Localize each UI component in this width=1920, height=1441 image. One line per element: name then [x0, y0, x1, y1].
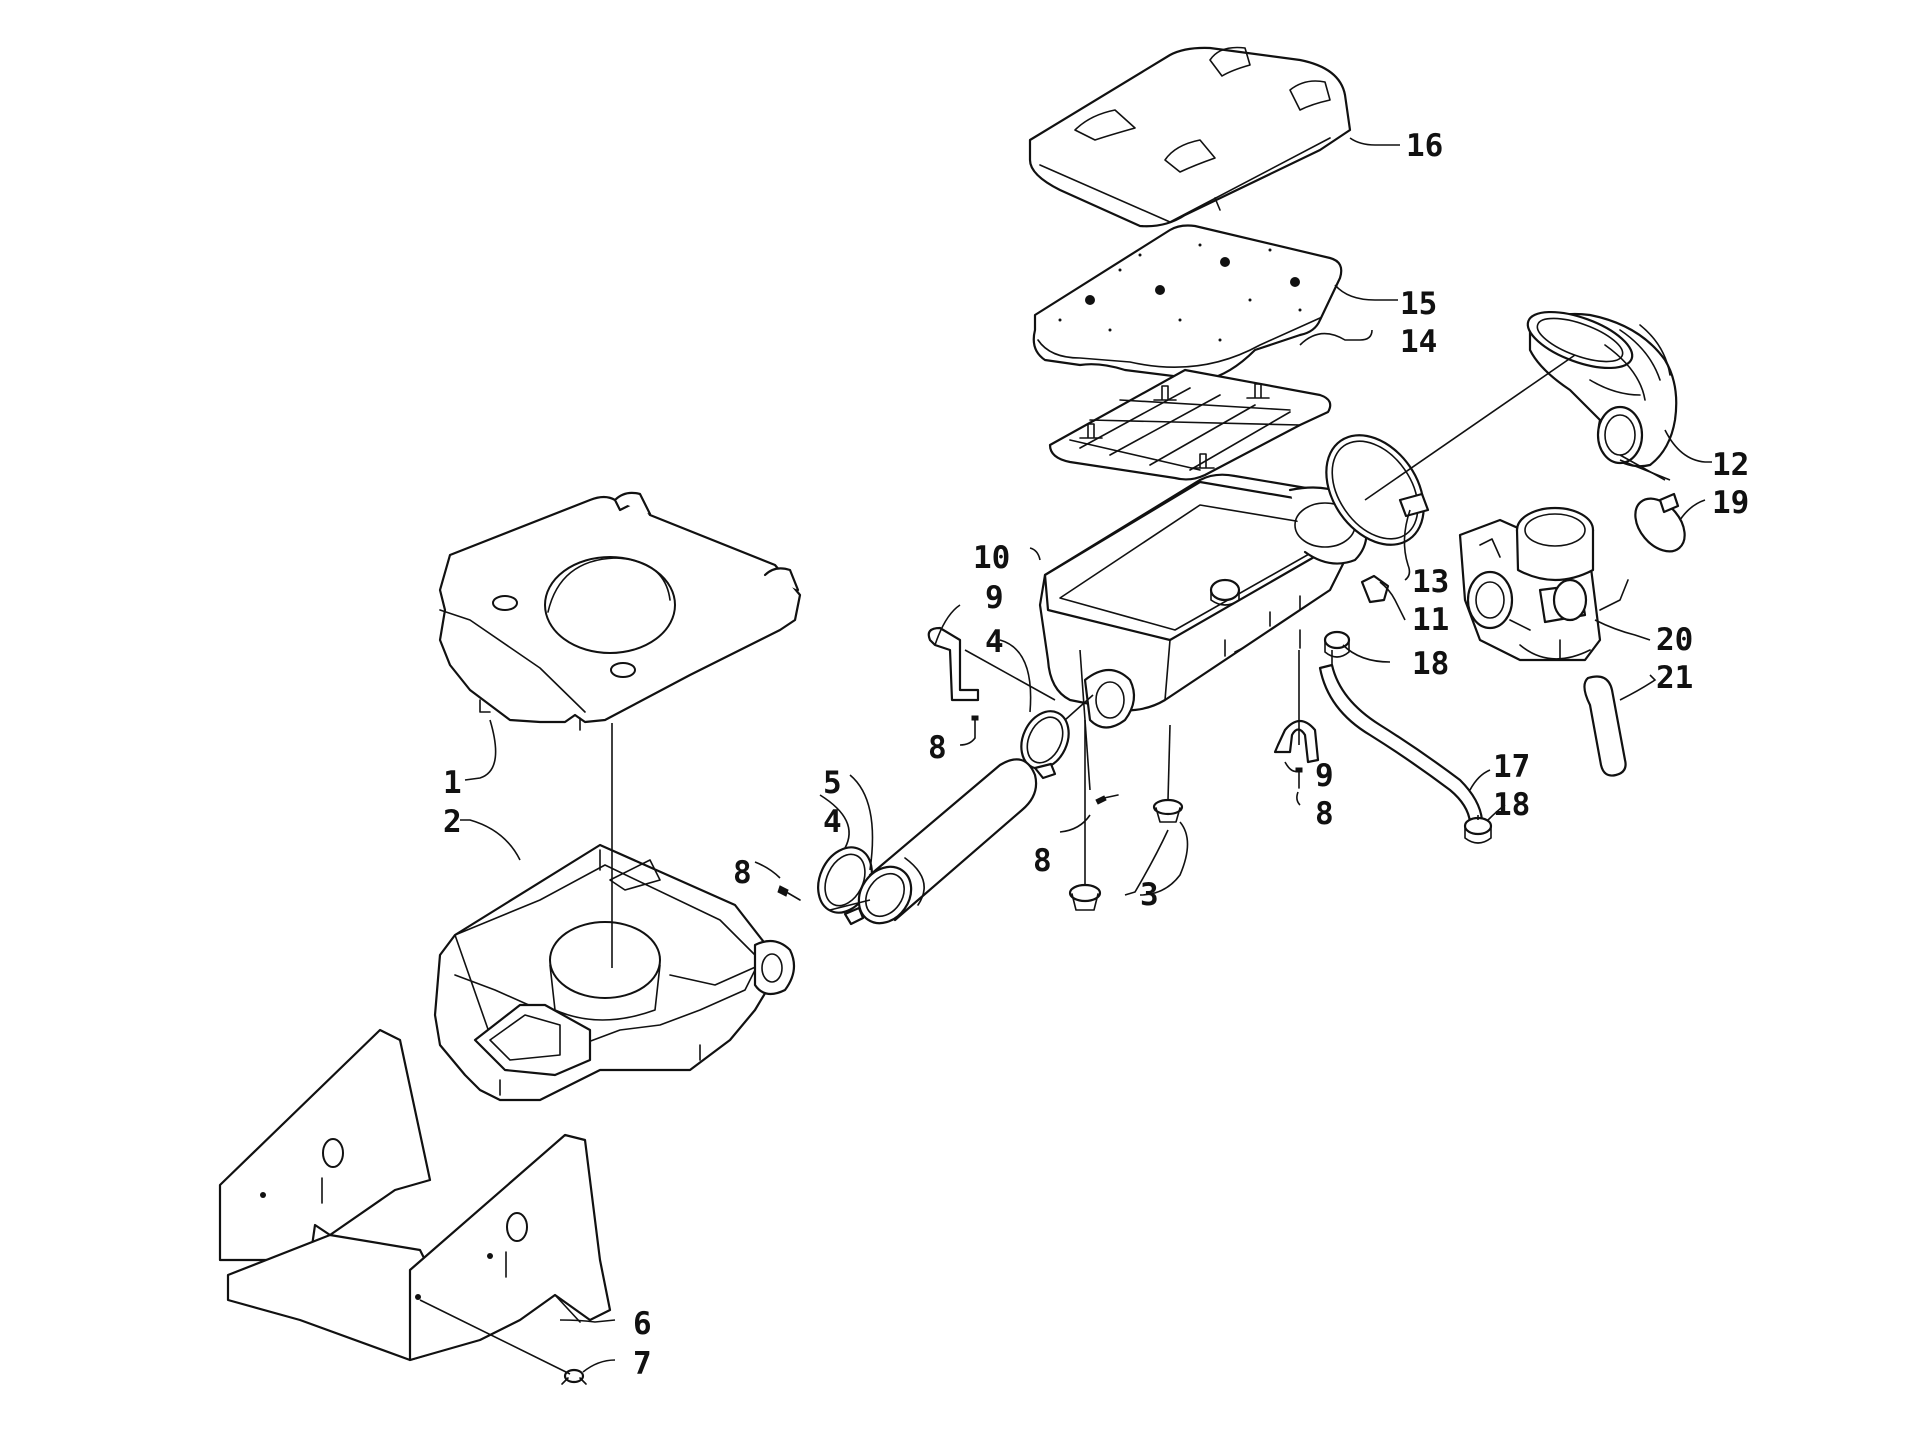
airbox-lid — [1028, 46, 1352, 228]
callout-leaders — [460, 137, 1712, 1373]
clip-bracket — [1360, 574, 1390, 604]
callout-9b: 9 — [1315, 758, 1334, 794]
callout-9a: 9 — [985, 580, 1004, 616]
callout-4a: 4 — [985, 624, 1004, 660]
callout-4b: 4 — [823, 804, 842, 840]
drain-hose — [1318, 663, 1484, 824]
bracket-lower — [1273, 719, 1320, 764]
airbox-base — [1038, 473, 1368, 729]
carburetor — [1458, 506, 1629, 662]
airbox-top-cover — [438, 491, 802, 731]
intake-boot — [1526, 310, 1678, 468]
filter-cage — [1048, 368, 1332, 481]
callout-10: 10 — [973, 540, 1010, 576]
callout-19: 19 — [1712, 485, 1749, 521]
callout-13: 13 — [1412, 564, 1449, 600]
callout-8b: 8 — [733, 855, 752, 891]
callout-20: 20 — [1656, 622, 1693, 658]
intake-tube — [857, 758, 1038, 925]
callout-14: 14 — [1400, 324, 1437, 360]
callout-17: 17 — [1493, 749, 1530, 785]
callout-3: 3 — [1140, 877, 1159, 913]
callout-5: 5 — [823, 765, 842, 801]
callout-12: 12 — [1712, 447, 1749, 483]
callout-1: 1 — [443, 765, 462, 801]
outlet-clamp-upper — [1020, 710, 1070, 780]
callout-16: 16 — [1406, 128, 1443, 164]
callout-7: 7 — [633, 1346, 652, 1382]
callout-2: 2 — [443, 804, 462, 840]
vent-hose — [1583, 675, 1627, 777]
small-clamp — [1634, 492, 1686, 553]
callout-6: 6 — [633, 1306, 652, 1342]
hose-clamp-upper — [1323, 630, 1351, 658]
callout-18a: 18 — [1412, 646, 1449, 682]
heat-shield — [218, 1028, 612, 1362]
callout-8c: 8 — [1033, 843, 1052, 879]
callout-18b: 18 — [1493, 787, 1530, 823]
callout-21: 21 — [1656, 660, 1693, 696]
grommets — [1068, 798, 1184, 911]
callout-15: 15 — [1400, 286, 1437, 322]
air-filter-element — [1032, 224, 1343, 382]
airbox-lower-housing — [433, 843, 796, 1102]
callout-11: 11 — [1412, 602, 1449, 638]
callout-8d: 8 — [1315, 796, 1334, 832]
assembly-lines — [419, 354, 1671, 1375]
callout-8a: 8 — [928, 730, 947, 766]
screws — [777, 715, 1303, 901]
hose-clamp-lower — [1463, 816, 1493, 844]
large-clamp — [1325, 434, 1430, 546]
bracket-upper — [927, 626, 980, 702]
callout-labels: 16 15 14 12 19 13 11 18 20 21 17 18 10 9… — [443, 128, 1749, 1382]
